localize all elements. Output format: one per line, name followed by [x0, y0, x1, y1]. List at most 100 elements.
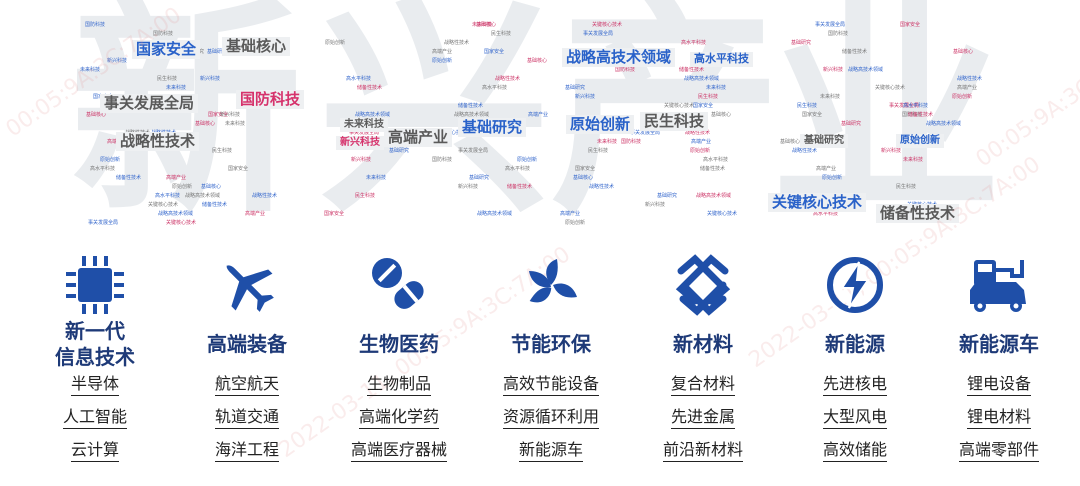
small-keyword: 基础核心 [780, 139, 801, 145]
small-keyword: 新兴科技 [823, 67, 844, 73]
small-keyword: 国家安全 [900, 22, 921, 28]
small-keyword: 事关发展全局 [349, 130, 380, 136]
small-keyword: 高水平科技 [482, 85, 508, 91]
headline-char: 业 [770, 0, 1003, 245]
category-item[interactable]: 航空航天 [172, 374, 322, 407]
category-title: 节能环保 [511, 332, 591, 356]
cloud-keyword: 国家安全 [132, 40, 201, 60]
small-keyword: 未来科技 [472, 22, 493, 28]
small-keyword: 战略高技术领域 [355, 112, 391, 118]
cloud-keyword: 原始创新 [896, 134, 944, 148]
small-keyword: 国家安全 [802, 112, 823, 118]
small-keyword: 高端产业 [816, 166, 837, 172]
small-keyword: 原始创新 [822, 175, 843, 181]
category-item[interactable]: 复合材料 [628, 374, 778, 407]
small-keyword: 事关发展全局 [88, 220, 119, 226]
category-column: 新能源车 锂电设备 锂电材料 高端零部件 [924, 252, 1074, 473]
category-item[interactable]: 高效节能设备 [476, 374, 626, 407]
cloud-keyword: 基础研究 [458, 118, 527, 138]
small-keyword: 高水平科技 [346, 76, 372, 82]
small-keyword: 战略性技术 [685, 130, 711, 136]
cloud-keyword: 国防科技 [236, 90, 305, 110]
small-keyword: 未来科技 [706, 85, 727, 91]
small-keyword: 关键核心技术 [166, 220, 197, 226]
word-cloud: 新 兴 产 业 国防科技基础研究新兴科技未来科技民生科技国家安全基础核心战略性技… [0, 0, 1080, 240]
category-item[interactable]: 前沿新材料 [628, 440, 778, 473]
headline-char: 兴 [318, 0, 551, 245]
small-keyword: 基础研究 [469, 175, 490, 181]
small-keyword: 新兴科技 [107, 58, 128, 64]
leaf-icon [476, 252, 626, 318]
small-keyword: 储备性技术 [458, 103, 484, 109]
category-item[interactable]: 锂电材料 [924, 407, 1074, 440]
category-item[interactable]: 轨道交通 [172, 407, 322, 440]
small-keyword: 国家安全 [228, 166, 249, 172]
chip-icon [20, 252, 170, 318]
category-item[interactable]: 高端化学药 [324, 407, 474, 440]
small-keyword: 民生科技 [157, 76, 178, 82]
small-keyword: 国防科技 [615, 67, 636, 73]
category-item[interactable]: 高端医疗器械 [324, 440, 474, 473]
material-icon [628, 252, 778, 318]
small-keyword: 原始创新 [100, 157, 121, 163]
category-item[interactable]: 半导体 [20, 374, 170, 407]
small-keyword: 高端产业 [528, 112, 549, 118]
small-keyword: 国家安全 [324, 211, 345, 217]
category-item[interactable]: 海洋工程 [172, 440, 322, 473]
small-keyword: 基础研究 [207, 49, 228, 55]
small-keyword: 国防科技 [902, 112, 923, 118]
category-item[interactable]: 资源循环利用 [476, 407, 626, 440]
category-item[interactable]: 云计算 [20, 440, 170, 473]
small-keyword: 关键核心技术 [148, 202, 179, 208]
small-keyword: 储备性技术 [202, 202, 228, 208]
category-item[interactable]: 大型风电 [780, 407, 930, 440]
category-item[interactable]: 新能源车 [476, 440, 626, 473]
lightning-icon [780, 252, 930, 318]
small-keyword: 原始创新 [517, 157, 538, 163]
small-keyword: 战略高技术领域 [696, 193, 732, 199]
small-keyword: 未来科技 [820, 94, 841, 100]
small-keyword: 高端产业 [957, 85, 978, 91]
small-keyword: 储备性技术 [842, 49, 868, 55]
category-item[interactable]: 先进核电 [780, 374, 930, 407]
small-keyword: 战略高技术领域 [926, 121, 962, 127]
small-keyword: 事关发展全局 [630, 130, 661, 136]
small-keyword: 原始创新 [952, 94, 973, 100]
small-keyword: 战略高技术领域 [684, 76, 720, 82]
category-title: 生物医药 [359, 332, 439, 356]
small-keyword: 基础核心 [476, 22, 497, 28]
category-item[interactable]: 生物制品 [324, 374, 474, 407]
small-keyword: 战略高技术领域 [185, 193, 221, 199]
category-item[interactable]: 锂电设备 [924, 374, 1074, 407]
small-keyword: 新兴科技 [575, 94, 596, 100]
small-keyword: 新兴科技 [200, 76, 221, 82]
small-keyword: 未来科技 [225, 121, 246, 127]
cloud-keyword: 高端产业 [384, 128, 453, 148]
small-keyword: 国家安全 [208, 112, 229, 118]
small-keyword: 原始创新 [565, 220, 586, 226]
category-item[interactable]: 高效储能 [780, 440, 930, 473]
small-keyword: 关键核心技术 [664, 103, 695, 109]
small-keyword: 民生科技 [491, 31, 512, 37]
small-keyword: 国防科技 [828, 31, 849, 37]
category-item[interactable]: 先进金属 [628, 407, 778, 440]
small-keyword: 基础研究 [791, 40, 812, 46]
small-keyword: 战略性技术 [589, 184, 615, 190]
category-column: 新一代 信息技术 半导体 人工智能 云计算 [20, 252, 170, 473]
small-keyword: 关键核心技术 [875, 85, 906, 91]
category-item[interactable]: 高端零部件 [924, 440, 1074, 473]
small-keyword: 储备性技术 [357, 85, 383, 91]
small-keyword: 高端产业 [245, 211, 266, 217]
category-column: 新能源 先进核电 大型风电 高效储能 [780, 252, 930, 473]
small-keyword: 原始创新 [690, 148, 711, 154]
small-keyword: 新兴科技 [220, 112, 241, 118]
small-keyword: 事关发展全局 [889, 103, 920, 109]
category-item[interactable]: 人工智能 [20, 407, 170, 440]
small-keyword: 事关发展全局 [815, 22, 846, 28]
small-keyword: 高端产业 [432, 49, 453, 55]
small-keyword: 储备性技术 [700, 166, 726, 172]
category-column: 高端装备 航空航天 轨道交通 海洋工程 [172, 252, 322, 473]
small-keyword: 基础核心 [573, 175, 594, 181]
cloud-keyword: 战略高技术领域 [562, 48, 676, 68]
cloud-keyword: 基础核心 [222, 37, 291, 57]
